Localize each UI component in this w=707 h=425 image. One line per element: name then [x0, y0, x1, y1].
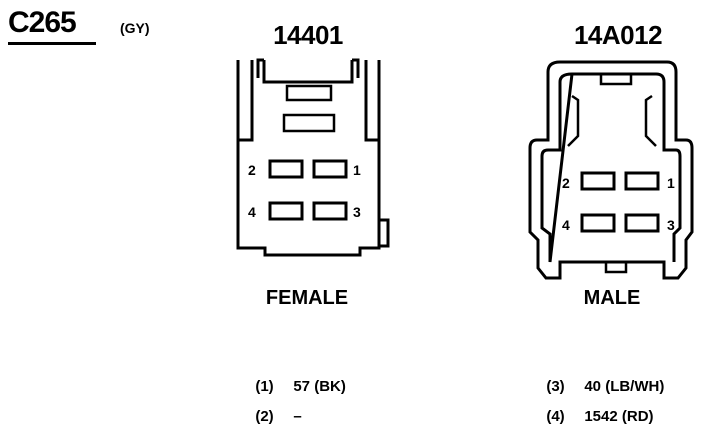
female-pin-label-1: 1	[353, 162, 361, 178]
female-connector-drawing	[236, 58, 390, 257]
male-cavity-4	[580, 213, 616, 233]
male-left-rib	[567, 94, 580, 147]
wire-row: (2)–	[247, 391, 301, 425]
wire-pin: (3)	[546, 378, 565, 395]
female-left-rail	[238, 60, 254, 142]
female-cavity-2	[268, 159, 304, 179]
female-connector-outline	[236, 60, 381, 257]
female-pin-label-2: 2	[248, 162, 256, 178]
right-gender-label: MALE	[583, 287, 641, 309]
female-right-rail	[364, 60, 379, 142]
left-part-number: 14401	[273, 20, 343, 50]
female-cavity-4	[268, 201, 304, 221]
female-key-slot-upper	[285, 84, 333, 102]
male-cavity-2	[580, 171, 616, 191]
male-top-key	[599, 72, 633, 86]
female-pin-label-3: 3	[353, 204, 361, 220]
male-right-rib	[644, 94, 657, 147]
connector-id: C265	[8, 6, 77, 39]
male-outer-shroud	[528, 60, 694, 280]
wire-row: (4)1542 (RD)	[538, 391, 653, 425]
female-connector-right-latch	[379, 218, 390, 248]
male-pin-label-1: 1	[667, 175, 675, 191]
wire-circuit: 40 (LB/WH)	[584, 378, 665, 395]
connector-color: (GY)	[120, 20, 150, 36]
wire-pin: (1)	[255, 378, 274, 395]
male-inner-wall	[540, 72, 682, 263]
female-key-slot-lower	[282, 113, 336, 133]
female-latch-inner-left	[256, 58, 264, 78]
wire-row: (3) 40 (LB/WH)	[538, 361, 664, 395]
male-cavity-3	[624, 213, 660, 233]
male-pin-label-2: 2	[562, 175, 570, 191]
wire-row: (1) 57 (BK)	[247, 361, 346, 395]
female-cavity-3	[312, 201, 348, 221]
right-part-number: 14A012	[573, 20, 663, 50]
male-pin-label-3: 3	[667, 217, 675, 233]
female-cavity-1	[312, 159, 348, 179]
wire-circuit: 57 (BK)	[293, 378, 346, 395]
female-pin-label-4: 4	[248, 204, 256, 220]
female-top-latch	[262, 60, 354, 84]
male-bottom-tab	[604, 260, 628, 274]
left-gender-label: FEMALE	[265, 287, 349, 309]
connector-id-underline	[8, 42, 96, 45]
female-latch-inner-right	[352, 58, 360, 78]
male-connector-drawing	[528, 60, 694, 280]
male-pin-label-4: 4	[562, 217, 570, 233]
male-cavity-1	[624, 171, 660, 191]
